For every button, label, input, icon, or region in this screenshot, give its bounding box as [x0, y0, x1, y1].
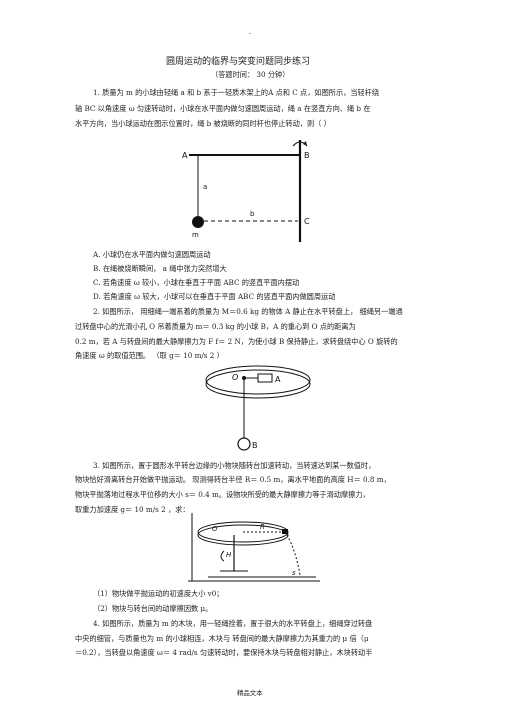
q1-fig-label-rope-b: b	[250, 210, 255, 218]
q4-line3: ＝0.2），当转盘以角速度 ω＝ 4 rad/s 匀速转动时，要保持木块与转盘相…	[75, 648, 373, 657]
q3-line1: 3. 如图所示，置于圆形水平转台边缘的小物块随转台加速转动，当转速达到某一数值时…	[93, 461, 376, 470]
q1-fig-label-a-point: A	[182, 151, 188, 160]
q3-fig-label-o: O	[212, 525, 218, 533]
q3-sub1: （1）物块做平抛运动的初速度大小 v0；	[93, 589, 224, 598]
q3-fig-label-s: s	[292, 569, 296, 577]
q4-line1: 4. 如图所示，质量为 m 的木块，用一轻绳拴着，置于很大的水平转盘上，细绳穿过…	[93, 619, 373, 628]
q2-fig-label-a: A	[275, 375, 281, 384]
q1-fig-label-mass: m	[192, 231, 199, 239]
q3-sub2: （2）物块与转台间的动摩擦因数 μ。	[93, 604, 213, 613]
q3-fig-label-h: H	[226, 551, 232, 559]
q2-line3: 0.2 m，若 A 与转盘间的最大静摩擦力为 F f＝ 2 N，为使小球 B 保…	[75, 337, 398, 346]
page-footer: 精品文本	[237, 689, 263, 697]
q1-option-c: C. 若角速度 ω 较小，小球在垂直于平面 ABC 的竖直平面内摆动	[93, 278, 300, 287]
q2-line4: 角速度 ω 的取值范围。 （取 g＝ 10 m/s 2 ）	[75, 351, 224, 360]
q3-line3: 物块平抛落地过程水平位移的大小 s＝ 0.4 m。设物块所受的最大静摩擦力等于滑…	[75, 490, 370, 499]
q1-line1: 1. 质量为 m 的小球由轻绳 a 和 b 系于一轻质木架上的A 点和 C 点，…	[93, 88, 380, 97]
q1-line3: 水平方向，当小球运动在图示位置时，绳 b 被烧断的同时杆也停止转动，则（ ）	[75, 119, 331, 128]
q2-line1: 2. 如图所示， 用细绳一端系着的质量为 M＝0.6 kg 的物体 A 静止在水…	[93, 307, 403, 316]
q1-fig-label-c-point: C	[304, 217, 310, 226]
q3-line4: 取重力加速度 g＝ 10 m/s 2 ，求：	[75, 505, 190, 514]
q1-figure: A B C a b m	[182, 140, 310, 242]
q3-figure: O R H s	[188, 513, 320, 582]
q2-fig-label-b: B	[252, 441, 258, 450]
q1-line2: 轴 BC 以角速度 ω 匀速转动时，小球在水平面内做匀速圆周运动，绳 a 在竖直…	[75, 104, 371, 113]
q2-figure: O A B	[205, 365, 311, 451]
q2-line2: 过转盘中心的光滑小孔 O 吊着质量为 m＝ 0.3 kg 的小球 B，A 的重心…	[75, 322, 356, 331]
q3-fig-label-r: R	[260, 523, 265, 531]
q1-option-d: D. 若角速度 ω 较大，小球可以在垂直于平面 ABC 的竖直平面内做圆周运动	[93, 292, 336, 301]
q1-option-a: A. 小球仍在水平面内做匀速圆周运动	[93, 250, 211, 259]
q1-option-b: B. 在绳被烧断瞬间， a 绳中张力突然增大	[93, 264, 227, 273]
page-title: 圆周运动的临界与突变问题同步练习	[166, 57, 311, 67]
q1-fig-label-b-point: B	[304, 151, 310, 160]
q1-fig-label-rope-a: a	[203, 183, 207, 191]
q4-line2: 中央的细管，与质量也为 m 的小球相连，木块与 转盘间的最大静摩擦力为其重力的 …	[75, 634, 369, 643]
header-dot: .	[249, 27, 252, 36]
page-subtitle: （答题时间： 30 分钟）	[211, 70, 290, 79]
q2-fig-label-o: O	[232, 373, 238, 382]
q3-line2: 物块恰好滑离转台开始做平抛运动。 现测得转台半径 R＝ 0.5 m，离水平地面的…	[75, 475, 391, 484]
